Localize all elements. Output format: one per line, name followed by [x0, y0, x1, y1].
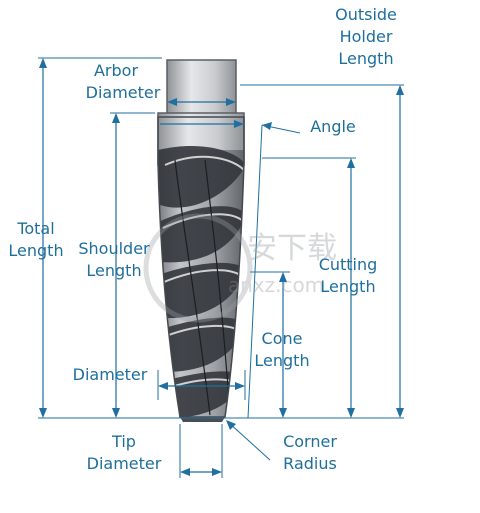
label-cone-length: Cone Length	[254, 329, 309, 370]
label-outside-holder-length: Outside Holder Length	[335, 5, 397, 68]
label-tip-diameter-line2: Diameter	[87, 454, 162, 473]
label-cutting-length-line1: Cutting	[319, 255, 378, 274]
label-diameter: Diameter	[73, 365, 148, 384]
label-shoulder-length-line1: Shoulder	[78, 239, 150, 258]
label-arbor-diameter: Arbor Diameter	[86, 61, 161, 102]
label-outside-holder-length-line3: Length	[338, 49, 393, 68]
label-angle: Angle	[310, 117, 356, 136]
label-corner-radius: Corner Radius	[283, 432, 337, 473]
dimension-lines	[38, 57, 404, 478]
label-cone-length-line2: Length	[254, 351, 309, 370]
label-outside-holder-length-line1: Outside	[335, 5, 397, 24]
label-arbor-diameter-line1: Arbor	[94, 61, 138, 80]
label-total-length: Total Length	[8, 219, 63, 260]
label-outside-holder-length-line2: Holder	[340, 27, 393, 46]
watermark-cjk: 安下载	[247, 231, 337, 266]
label-corner-radius-line1: Corner	[283, 432, 337, 451]
label-total-length-line2: Length	[8, 241, 63, 260]
label-cutting-length: Cutting Length	[319, 255, 378, 296]
label-corner-radius-line2: Radius	[283, 454, 337, 473]
label-arbor-diameter-line2: Diameter	[86, 83, 161, 102]
arbor-shank	[166, 59, 237, 118]
watermark: 安下载 anxz.com	[143, 213, 337, 323]
label-tip-diameter: Tip Diameter	[87, 432, 162, 473]
label-tip-diameter-line1: Tip	[111, 432, 136, 451]
label-shoulder-length-line2: Length	[86, 261, 141, 280]
label-cutting-length-line2: Length	[320, 277, 375, 296]
watermark-url: anxz.com	[228, 273, 324, 297]
end-mill-tool	[157, 59, 245, 422]
label-total-length-line1: Total	[16, 219, 54, 238]
label-shoulder-length: Shoulder Length	[78, 239, 150, 280]
label-cone-length-line1: Cone	[262, 329, 303, 348]
labels: Outside Holder Length Arbor Diameter Ang…	[8, 5, 396, 473]
